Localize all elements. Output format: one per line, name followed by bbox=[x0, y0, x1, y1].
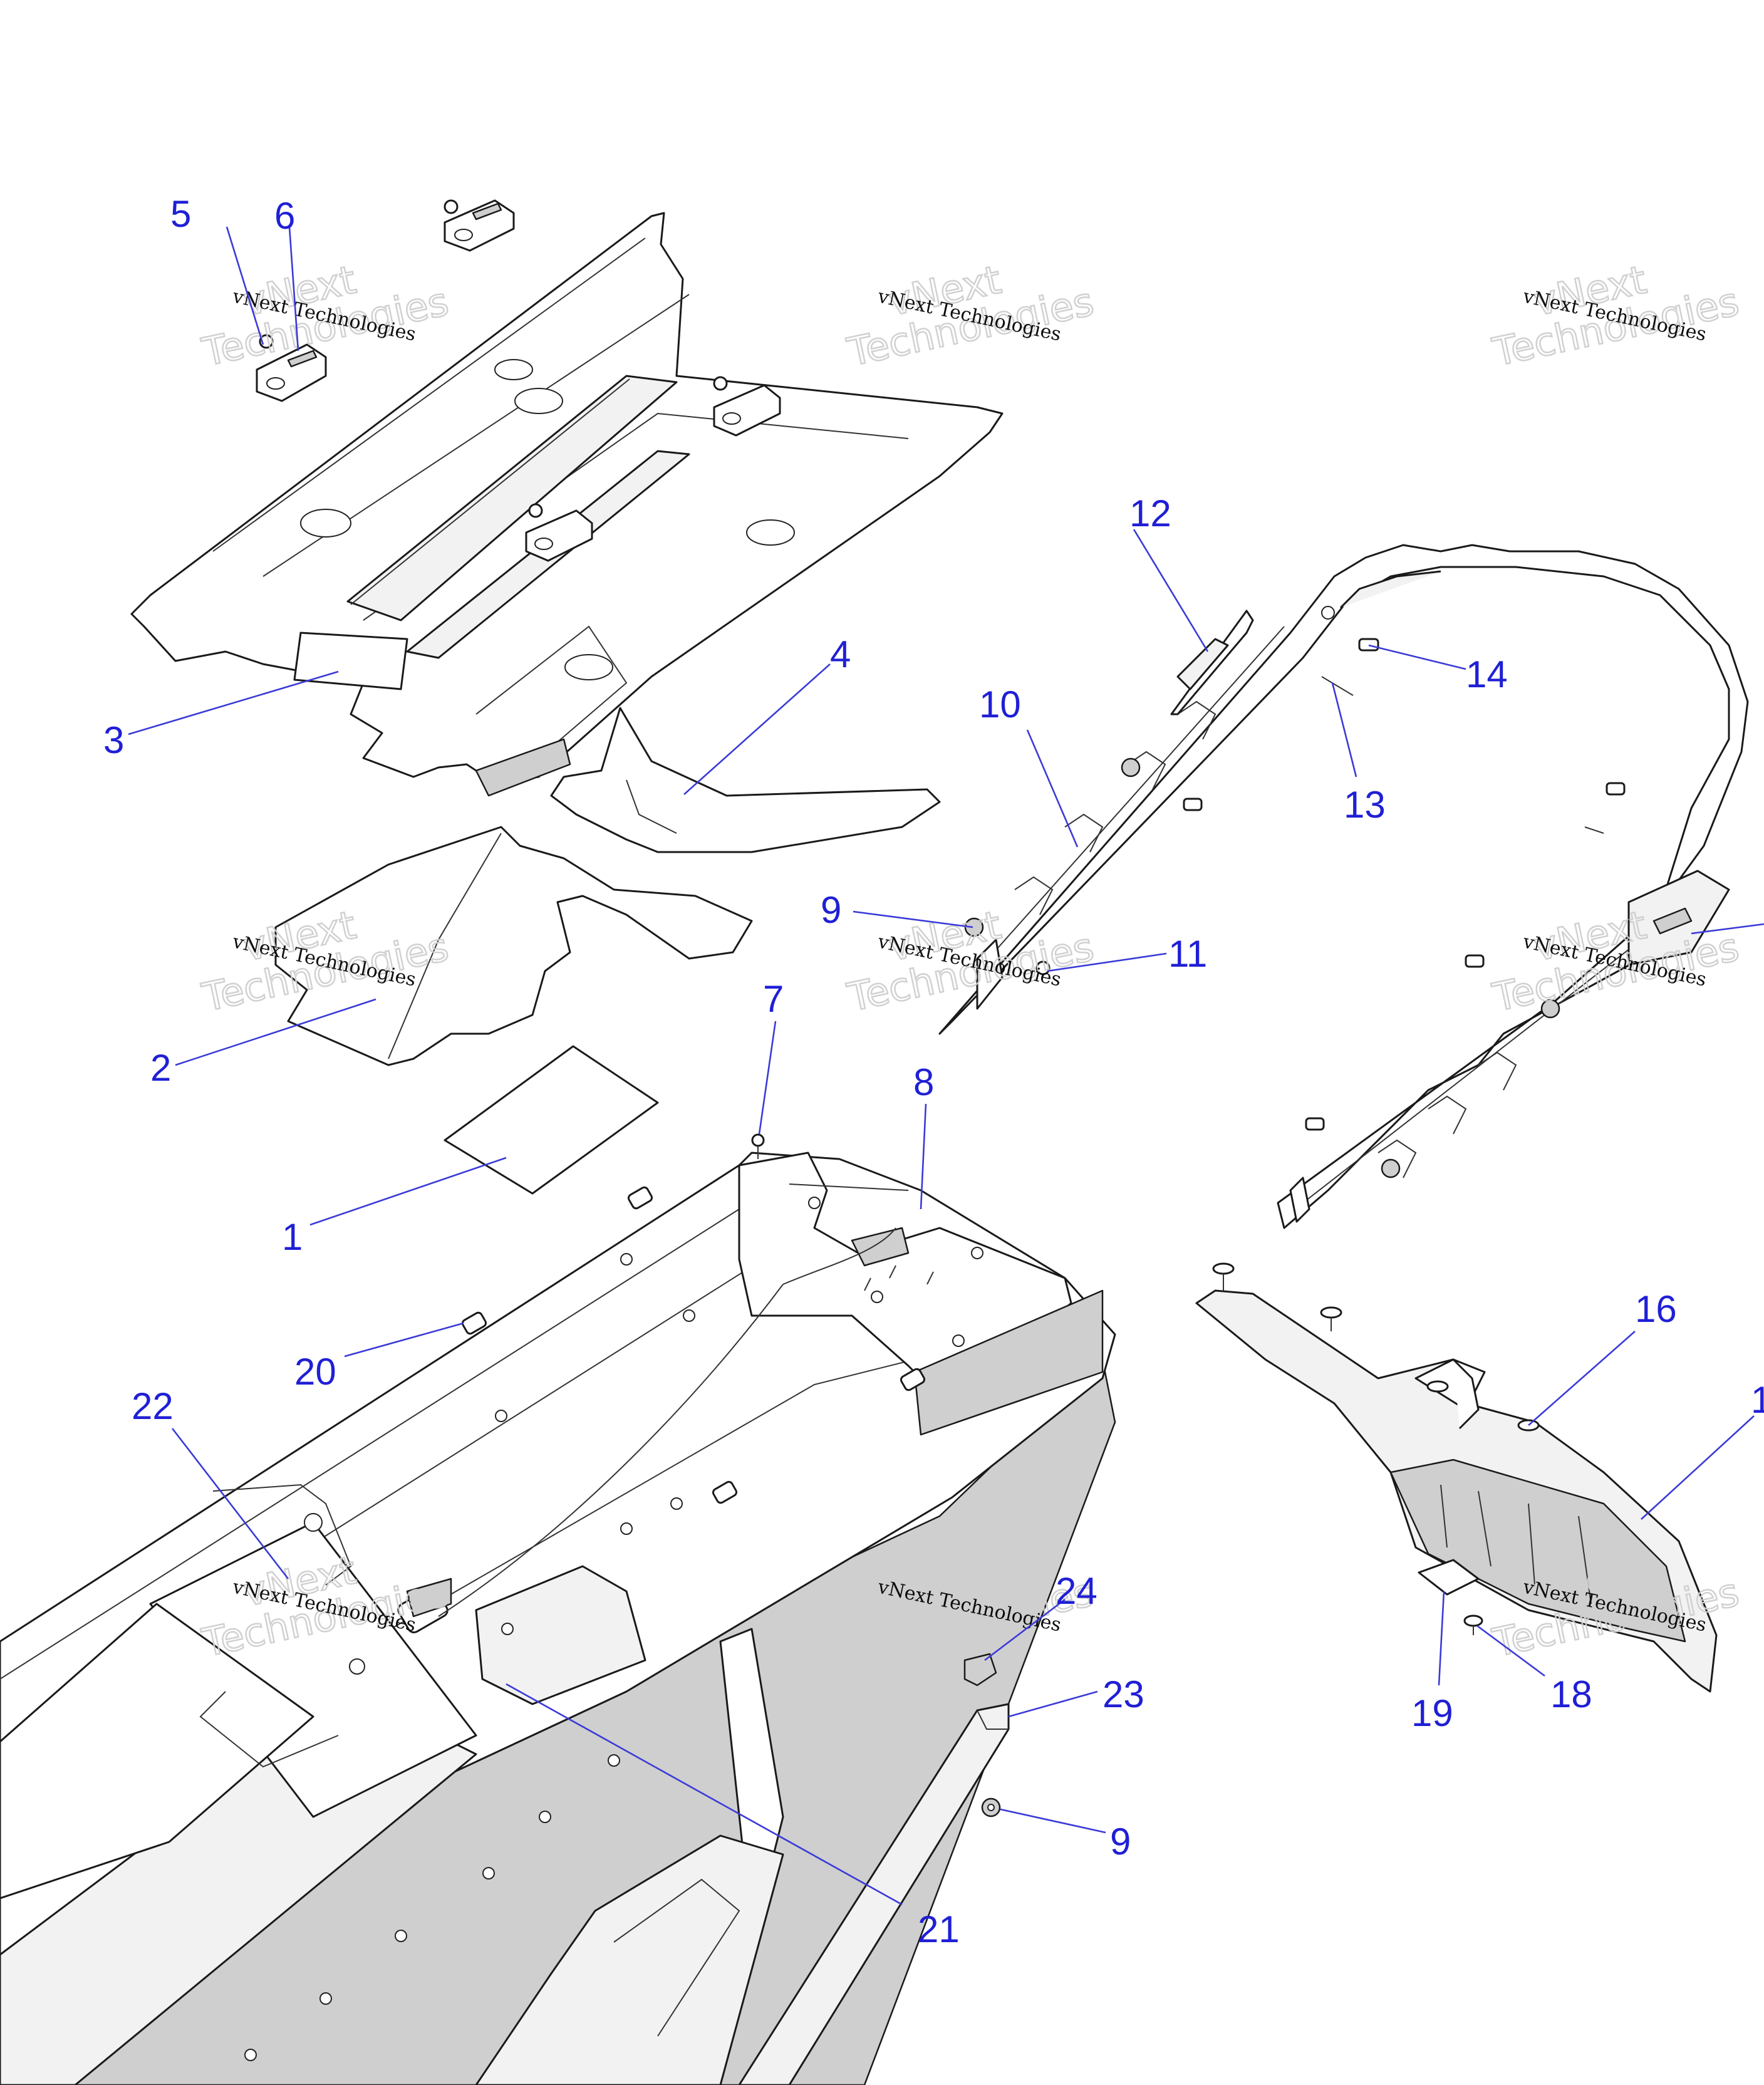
leader-16 bbox=[1528, 1331, 1636, 1426]
leader-8 bbox=[920, 1103, 927, 1210]
leader-23 bbox=[1008, 1690, 1098, 1718]
screw-icon bbox=[444, 199, 459, 214]
mount-block bbox=[256, 343, 327, 402]
leader-21 bbox=[506, 1683, 903, 1906]
callout-20: 20 bbox=[294, 1351, 336, 1393]
leader-20 bbox=[344, 1322, 464, 1358]
callout-10: 10 bbox=[979, 684, 1021, 725]
leader-19 bbox=[1438, 1591, 1445, 1686]
part-17-flap bbox=[1195, 1289, 1718, 1693]
callout-21: 21 bbox=[918, 1908, 960, 1950]
leader-3 bbox=[128, 670, 339, 736]
rivet-icon bbox=[1320, 1306, 1342, 1319]
callout-23: 23 bbox=[1102, 1673, 1144, 1715]
leader-10 bbox=[1026, 729, 1079, 848]
part-16-18-19-hardware bbox=[1212, 1262, 1540, 1635]
leader-lines bbox=[128, 226, 1764, 1906]
leader-14 bbox=[1368, 644, 1466, 670]
callout-3: 3 bbox=[103, 719, 124, 761]
part-13-14-hardware bbox=[964, 638, 1626, 1178]
callout-9-upper: 9 bbox=[821, 889, 841, 931]
leader-13 bbox=[1331, 682, 1357, 777]
leader-12 bbox=[1133, 529, 1209, 652]
part-2-pad bbox=[274, 826, 753, 1066]
callout-24: 24 bbox=[1056, 1570, 1097, 1612]
leader-1 bbox=[309, 1157, 507, 1226]
mount-block bbox=[444, 199, 515, 252]
rivet-icon bbox=[1463, 1614, 1483, 1627]
callout-18: 18 bbox=[1550, 1673, 1592, 1715]
part-12-insert bbox=[1170, 610, 1254, 715]
part-10-rail bbox=[938, 544, 1749, 1229]
nut-icon bbox=[1381, 1158, 1401, 1178]
callout-19: 19 bbox=[1411, 1692, 1453, 1734]
part-19-plate bbox=[1418, 1559, 1480, 1596]
callout-5: 5 bbox=[170, 193, 191, 235]
part-6-mount-blocks bbox=[256, 199, 781, 562]
part-9-nut-lower bbox=[981, 1797, 1001, 1817]
leader-17 bbox=[1641, 1415, 1755, 1520]
callout-labels: 5 6 3 4 2 1 7 8 20 22 21 12 10 14 13 9 1… bbox=[103, 193, 1764, 1950]
leader-9-upper bbox=[853, 910, 973, 928]
leader-11 bbox=[1047, 952, 1167, 972]
nut-icon bbox=[1121, 757, 1141, 777]
callout-7: 7 bbox=[763, 978, 784, 1020]
leader-18 bbox=[1476, 1625, 1545, 1677]
rivet-icon bbox=[1212, 1262, 1235, 1275]
part-3-rack-plate bbox=[130, 212, 1004, 797]
nut-icon bbox=[964, 917, 984, 937]
callout-8: 8 bbox=[913, 1061, 934, 1103]
callout-17: 17 bbox=[1751, 1379, 1764, 1421]
callout-12: 12 bbox=[1129, 492, 1171, 534]
leader-22 bbox=[171, 1428, 289, 1579]
callout-13: 13 bbox=[1344, 784, 1386, 826]
callout-6: 6 bbox=[274, 195, 295, 237]
part-1-sheet bbox=[444, 1045, 659, 1195]
callout-11: 11 bbox=[1168, 933, 1207, 975]
mount-block bbox=[713, 384, 781, 437]
leader-2 bbox=[175, 998, 376, 1066]
callout-4: 4 bbox=[830, 633, 851, 675]
screw-icon bbox=[713, 376, 728, 391]
nut-icon bbox=[1540, 999, 1560, 1019]
callout-1: 1 bbox=[282, 1216, 303, 1258]
leader-24 bbox=[984, 1598, 1066, 1661]
part-4-bracket bbox=[550, 707, 941, 853]
part-8-tunnel-frame bbox=[0, 1133, 1116, 2085]
screw-icon bbox=[1035, 960, 1051, 975]
callout-22: 22 bbox=[132, 1385, 174, 1427]
leader-7 bbox=[758, 1021, 777, 1135]
leader-9-lower bbox=[1000, 1808, 1106, 1834]
mount-block bbox=[525, 509, 593, 562]
part-24-block bbox=[963, 1653, 997, 1687]
leader-15 bbox=[1691, 923, 1764, 935]
callout-2: 2 bbox=[150, 1047, 171, 1089]
screw-icon bbox=[528, 503, 543, 518]
callout-14: 14 bbox=[1466, 653, 1508, 695]
leader-5 bbox=[226, 226, 264, 345]
bolt-icon bbox=[1305, 1117, 1325, 1131]
leader-6 bbox=[288, 226, 299, 351]
callout-16: 16 bbox=[1635, 1288, 1677, 1330]
bolt-icon bbox=[1183, 798, 1203, 811]
bolt-icon bbox=[1465, 954, 1485, 968]
bolt-icon bbox=[1606, 782, 1626, 796]
screw-icon bbox=[751, 1133, 765, 1147]
callout-9-lower: 9 bbox=[1110, 1821, 1131, 1863]
rivet-icon bbox=[1426, 1380, 1449, 1393]
leader-4 bbox=[683, 663, 831, 795]
bolt-icon bbox=[1358, 638, 1379, 652]
